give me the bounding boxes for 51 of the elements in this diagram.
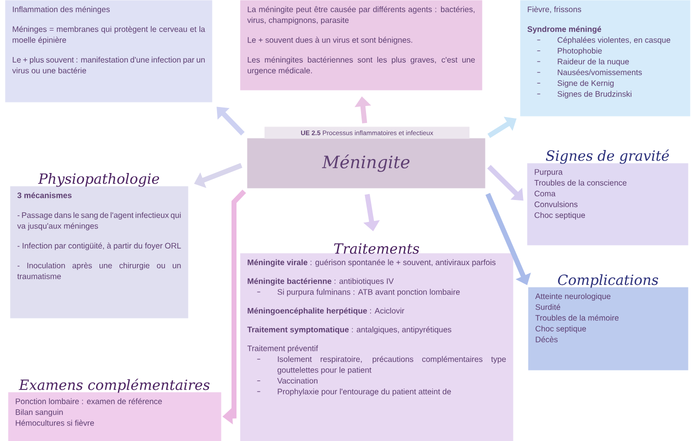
paragraph: Hémocultures si fièvre: [16, 420, 94, 426]
paragraph: Choc septique: [534, 212, 585, 220]
list-item: Si purpura fulminans : ATB avant ponction lombaire: [278, 288, 460, 296]
paragraph: - Inoculation après une chirurgie ou un traumatisme: [17, 262, 181, 280]
paragraph: Coma: [534, 190, 556, 196]
paragraph: Méningite virale : guérison spontanée le + souvent, antiviraux parfois: [248, 259, 496, 267]
paragraph: Traitement symptomatique : antalgiques, antipyrétiques: [247, 326, 452, 334]
title-box: Méningite: [247, 138, 486, 188]
paragraph: Purpura: [534, 169, 563, 176]
paragraph: Surdité: [536, 304, 560, 310]
list-item: Isolement respiratoire, précautions complémentaires type gouttelettes pour le patient: [278, 356, 506, 374]
paragraph: Syndrome méningé: [527, 26, 602, 34]
heading: Examens complémentaires: [18, 378, 210, 393]
paragraph: Choc septique: [536, 326, 586, 334]
info-box: [240, 0, 482, 90]
paragraph: Méninges = membranes qui protègent le cerveau et la moelle épinière: [12, 26, 206, 44]
list-item: Signes de Brudzinski: [558, 90, 632, 98]
paragraph: Fièvre, frissons: [528, 6, 582, 14]
paragraph: Convulsions: [534, 201, 578, 208]
paragraph: Le + plus souvent : manifestation d'une infection par un virus ou une bactérie: [12, 56, 205, 74]
heading: Traitements: [334, 243, 420, 254]
heading: Physiopathologie: [38, 173, 160, 187]
paragraph: Troubles de la conscience: [534, 180, 626, 186]
arrow: [487, 164, 524, 201]
arrow: [216, 106, 245, 136]
paragraph: Le + souvent dues à un virus et sont bénignes.: [248, 36, 412, 44]
list-item: Vaccination: [277, 378, 318, 384]
paragraph: La méningite peut être causée par différents agents : bactéries, virus, champignons, parasite: [247, 6, 474, 25]
info-box: [520, 0, 690, 116]
list-item: Prophylaxie pour l'entourage du patient atteint de: [278, 388, 451, 396]
heading: Complications: [558, 274, 658, 288]
info-box: [5, 0, 212, 102]
list-item: Raideur de la nuque: [558, 58, 629, 66]
paragraph: Ponction lombaire : examen de référence: [16, 398, 162, 404]
paragraph: Les méningites bactériennes sont les plus graves, c'est une urgence médicale.: [248, 56, 475, 75]
paragraph: Inflammation des méninges: [12, 6, 110, 14]
paragraph: 3 mécanismes: [17, 192, 72, 198]
paragraph: Troubles de la mémoire: [535, 314, 619, 321]
paragraph: - Passage dans le sang de l'agent infectieux qui va jusqu'aux méninges: [17, 212, 181, 230]
paragraph: Bilan sanguin: [16, 409, 63, 417]
list-item: Signe de Kernig: [558, 80, 614, 88]
list-item: Nausées/vomissements: [558, 69, 642, 76]
list-item: Céphalées violentes, en casque: [558, 36, 670, 44]
paragraph: Traitement préventif: [247, 345, 318, 353]
paragraph: Méningite bactérienne : antibiotiques IV: [248, 278, 394, 286]
paragraph: Atteinte neurologique: [535, 293, 610, 301]
paragraph: Méningoencéphalite herpétique : Aciclovir: [248, 308, 404, 316]
list-item: Photophobie: [558, 48, 602, 56]
paragraph: Décès: [536, 336, 558, 342]
paragraph: - Infection par contigüité, à partir du foyer ORL: [18, 242, 181, 250]
heading: Signes de gravité: [546, 150, 670, 164]
